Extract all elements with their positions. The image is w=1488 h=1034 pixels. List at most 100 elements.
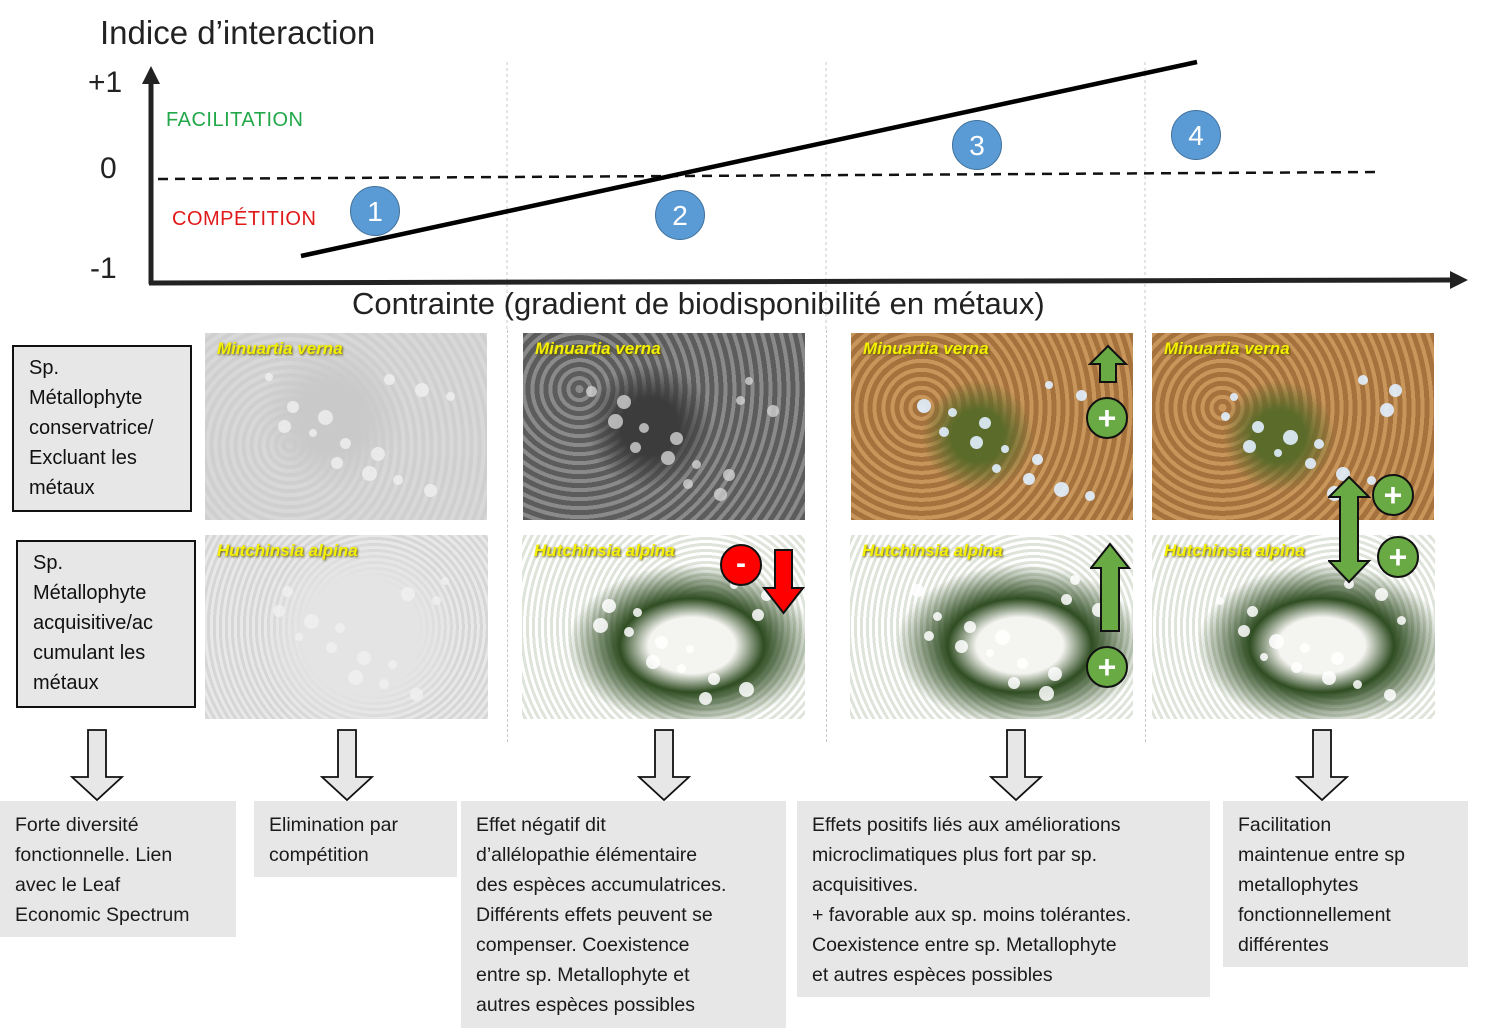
flower-dot <box>335 623 345 633</box>
flower-dot <box>1252 421 1264 433</box>
flower-dot <box>608 414 623 429</box>
flower-dot <box>1230 393 1238 401</box>
flower-dot <box>318 410 333 425</box>
increase-arrow-small-icon <box>1088 344 1129 383</box>
stage-divider <box>507 330 508 742</box>
flower-dot <box>1300 643 1310 653</box>
flower-dot <box>1054 482 1069 497</box>
flower-dot <box>1001 445 1009 453</box>
interaction-graph: Indice d’interaction +1 0 -1 FACILITATIO… <box>0 0 1488 330</box>
down-arrow-icon <box>637 729 691 801</box>
flower-dot <box>661 451 675 465</box>
flower-dot <box>955 640 968 653</box>
x-axis-arrowhead <box>1450 271 1468 289</box>
positive-effect-icon: + <box>1086 397 1128 439</box>
stage-badge-1: 1 <box>350 186 400 236</box>
down-arrow-icon <box>989 729 1043 801</box>
flower-dot <box>384 374 395 385</box>
outcome-box-allelopathy: Effet négatif dit d’allélopathie élément… <box>461 801 786 1028</box>
flower-dot <box>1314 439 1324 449</box>
species-name-hutchinsia: Hutchinsia alpina <box>534 541 675 560</box>
stage-divider <box>1145 330 1146 742</box>
flower-dot <box>639 423 649 433</box>
flower-dot <box>970 436 983 449</box>
trend-line <box>300 59 1198 259</box>
flower-dot <box>424 484 437 497</box>
flower-dot <box>979 417 991 429</box>
flower-dot <box>1336 467 1350 481</box>
flower-dot <box>761 590 772 601</box>
flower-dot <box>410 688 423 701</box>
flower-dot <box>388 660 397 669</box>
flower-dot <box>1344 579 1354 589</box>
flower-dot <box>1384 689 1396 701</box>
negative-effect-icon: - <box>720 544 762 586</box>
flower-dot <box>692 460 701 469</box>
stage-divider <box>826 330 827 742</box>
flower-dot <box>1070 575 1080 585</box>
flower-dot <box>939 427 949 437</box>
flower-dot <box>992 464 1001 473</box>
flower-dot <box>1283 430 1298 445</box>
flower-dot <box>593 618 608 633</box>
flower-dot <box>1076 390 1087 401</box>
flower-dot <box>624 627 634 637</box>
flower-dot <box>933 612 942 621</box>
flower-dot <box>340 438 351 449</box>
flower-dot <box>1032 454 1043 465</box>
flower-dot <box>357 651 371 665</box>
species-label-conservative: Sp. Métallophyte conservatrice/ Excluant… <box>12 345 192 512</box>
flower-dot <box>371 447 385 461</box>
flower-dot <box>739 682 754 697</box>
photo-hutchinsia-stage-1: Hutchinsia alpina <box>205 535 488 719</box>
x-axis-title: Contrainte (gradient de biodisponibilité… <box>352 286 1045 321</box>
positive-effect-icon: + <box>1086 646 1128 688</box>
flower-dot <box>1247 606 1258 617</box>
flower-dot <box>670 432 683 445</box>
flower-dot <box>630 442 641 453</box>
flower-dot <box>446 392 455 401</box>
flower-dot <box>686 645 694 653</box>
species-name-minuartia: Minuartia verna <box>1164 339 1290 358</box>
flower-dot <box>1023 473 1035 485</box>
flower-dot <box>683 479 693 489</box>
flower-dot <box>331 457 343 469</box>
flower-dot <box>1397 616 1406 625</box>
flower-dot <box>911 584 924 597</box>
species-name-hutchinsia: Hutchinsia alpina <box>1164 541 1305 560</box>
flower-dot <box>948 408 957 417</box>
positive-effect-icon: + <box>1372 474 1414 516</box>
flower-dot <box>273 605 285 617</box>
y-axis-title: Indice d’interaction <box>100 14 376 51</box>
photo-hutchinsia-stage-3: Hutchinsia alpina <box>850 535 1133 719</box>
flower-dot <box>924 631 934 641</box>
outcome-box-facilitation: Facilitation maintenue entre sp metallop… <box>1223 801 1468 967</box>
y-tick-plus-one: +1 <box>88 66 123 99</box>
down-arrow-icon <box>320 729 374 801</box>
species-name-minuartia: Minuartia verna <box>535 339 661 358</box>
photo-minuartia-stage-3: Minuartia verna <box>851 333 1133 520</box>
flower-dot <box>714 488 727 501</box>
competition-zone-label: COMPÉTITION <box>172 208 317 230</box>
flower-dot <box>708 673 720 685</box>
flower-dot <box>767 405 779 417</box>
flower-dot <box>617 395 631 409</box>
flower-dot <box>602 599 616 613</box>
flower-dot <box>986 649 994 657</box>
species-name-hutchinsia: Hutchinsia alpina <box>862 541 1003 560</box>
flower-dot <box>304 614 319 629</box>
flower-dot <box>1269 634 1284 649</box>
flower-dot <box>1331 652 1344 665</box>
species-name-minuartia: Minuartia verna <box>863 339 989 358</box>
flower-dot <box>1048 667 1062 681</box>
flower-dot <box>1039 686 1054 701</box>
flower-dot <box>401 587 415 601</box>
zero-line <box>157 170 1381 181</box>
flower-dot <box>393 475 403 485</box>
facilitation-zone-label: FACILITATION <box>166 109 304 131</box>
outcome-box-functional-diversity: Forte diversité fonctionnelle. Lien avec… <box>0 801 236 937</box>
flower-dot <box>723 469 735 481</box>
flower-dot <box>1353 680 1362 689</box>
flower-dot <box>995 630 1010 645</box>
flower-dot <box>586 386 597 397</box>
